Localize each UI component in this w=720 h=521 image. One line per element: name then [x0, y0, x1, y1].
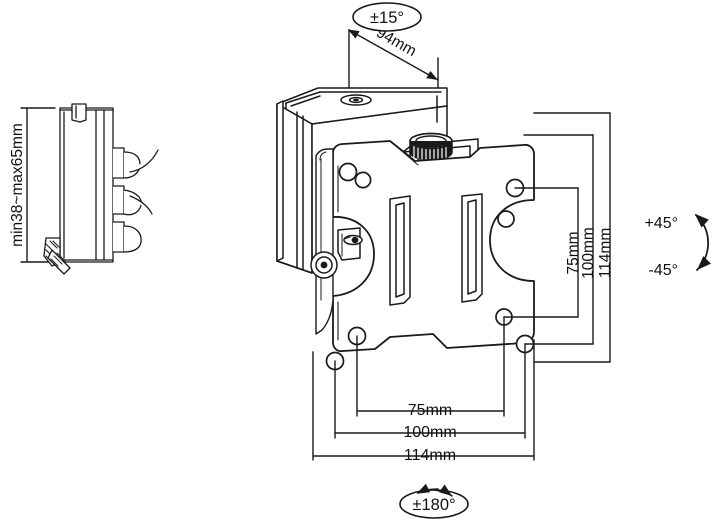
wall-plate-edge: [276, 100, 284, 262]
vesa-slot-right-inner: [467, 199, 477, 295]
bracket-arm-left: [310, 148, 363, 335]
horizontal-dimensions: [312, 316, 535, 461]
vesa-hole-75-top-left: [354, 171, 372, 189]
side-view-body: [59, 107, 114, 263]
bracket-arm-body: [315, 148, 334, 335]
side-profile-view: [20, 103, 159, 275]
isometric-assembly-view: [276, 87, 535, 371]
bracket-pivot-center: [320, 261, 328, 269]
vesa-plate-outline: [332, 140, 535, 353]
vesa-slot-left-inner: [395, 202, 405, 298]
vertical-dimension-label-114: 114mm: [597, 228, 614, 279]
rotation-label-down: -45°: [648, 262, 678, 279]
horizontal-dimension-label-75: 75mm: [408, 402, 452, 419]
vesa-hole-100-top-left: [338, 162, 358, 182]
side-view-bracket-detail: [112, 147, 159, 253]
rotation-label-up: +45°: [644, 215, 678, 232]
tilt-badge-label: ±15°: [370, 9, 404, 27]
side-view-dimension-label: min38~max65mm: [9, 123, 26, 247]
tilt-rotation-indicator: [694, 213, 711, 271]
side-view-top-tab: [71, 103, 87, 123]
depth-dim-line: [347, 29, 439, 81]
vertical-dimension-label-75: 75mm: [565, 231, 582, 274]
horizontal-dimension-label-100: 100mm: [403, 424, 456, 441]
vertical-dimension-label-100: 100mm: [580, 227, 597, 279]
swivel-badge-arrows: [416, 483, 453, 497]
swivel-badge: ±180°: [399, 483, 469, 519]
tilt-badge: ±15°: [352, 2, 422, 32]
hatch-lines-2: [50, 252, 66, 267]
tilt-knob-assembly: [402, 132, 479, 165]
vesa-slots: [389, 193, 483, 306]
vertical-dimensions: [503, 112, 611, 363]
knob-top-inner: [415, 135, 447, 147]
vesa-hole-75-top-right: [497, 210, 515, 228]
horizontal-dimension-label-114: 114mm: [404, 447, 456, 464]
tilt-badge-ellipse: [352, 2, 422, 32]
vesa-plate: [332, 140, 535, 353]
rotation-arc: [694, 213, 711, 271]
side-view-hatch-lug: [43, 237, 71, 275]
knob-knurl-lines: [413, 145, 447, 161]
swivel-badge-label: ±180°: [412, 496, 455, 514]
